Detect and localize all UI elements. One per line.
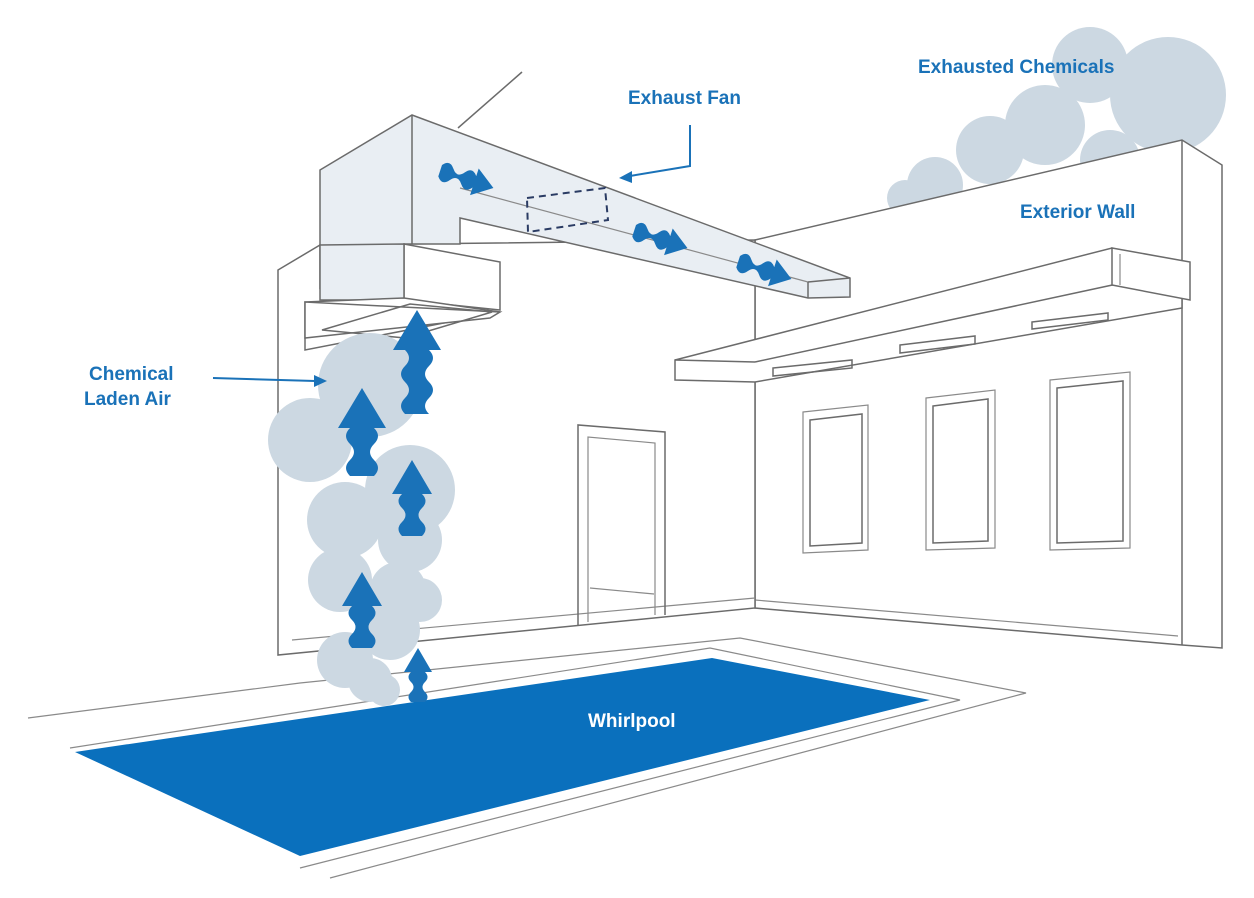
right-arrow-icon [438, 162, 494, 196]
up-arrow-icon [393, 310, 441, 414]
duct-airflow-arrows [438, 162, 792, 287]
right-arrow-icon [632, 222, 688, 256]
exhaust-fan-pointer [619, 125, 691, 183]
right-arrow-icon [736, 253, 792, 287]
rising-air-arrows [338, 310, 441, 702]
exterior-wall-label: Exterior Wall [1020, 202, 1135, 223]
up-arrow-icon [342, 572, 382, 648]
exhausted-chemicals-label: Exhausted Chemicals [918, 57, 1114, 78]
window [1049, 371, 1131, 551]
chemical-laden-air-label-line1: Chemical [89, 364, 173, 385]
up-arrow-icon [392, 460, 432, 536]
chemical-laden-air-clouds [268, 333, 455, 706]
exhaust-fan-label: Exhaust Fan [628, 88, 741, 109]
chemical-laden-air-pointer [212, 375, 327, 387]
whirlpool-label: Whirlpool [588, 711, 676, 732]
up-arrow-icon [338, 388, 386, 476]
doorway [577, 424, 666, 625]
chemical-laden-air-label-line2: Laden Air [84, 389, 172, 410]
ceiling-soffit [674, 247, 1191, 383]
exhaust-fan-icon [525, 186, 610, 234]
whirlpool [75, 658, 930, 856]
callout-pointers [212, 125, 691, 387]
window [802, 404, 869, 554]
exterior-wall [754, 139, 1223, 649]
window [925, 389, 996, 551]
up-arrow-icon [404, 648, 432, 702]
windows [802, 371, 1131, 554]
